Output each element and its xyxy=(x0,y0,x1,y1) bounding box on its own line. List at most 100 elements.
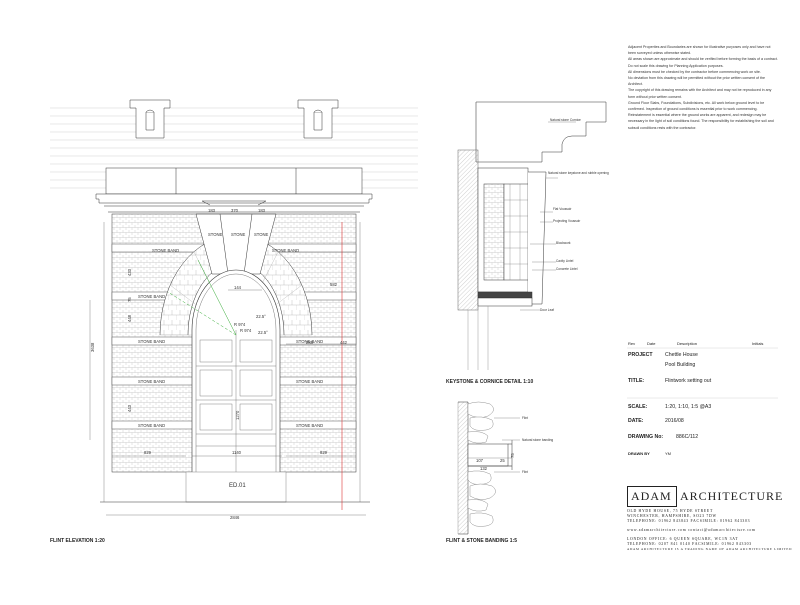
brand-box xyxy=(627,486,677,507)
note-item: Do not scale this drawing for Planning A… xyxy=(628,63,724,68)
address-line: LONDON OFFICE: 6 QUEEN SQUARE, WC1N 3AT xyxy=(627,537,739,541)
dim-right: 288 xyxy=(306,340,314,345)
label-blockwork: Blockwork xyxy=(556,241,571,245)
banding-detail xyxy=(457,401,520,535)
general-notes: Adjacent Properties and Boundaries are s… xyxy=(628,44,778,131)
stone-band-label: STONE BAND xyxy=(296,339,323,344)
label-projecting-voussoir: Projecting Voussoir xyxy=(553,219,581,223)
dim-radius: R 974 xyxy=(234,322,246,327)
dim-left-pier: 829 xyxy=(144,450,152,455)
door-reference: ED.01 xyxy=(229,483,246,489)
initials-header: Initials xyxy=(752,341,764,346)
stone-band-label: STONE BAND xyxy=(296,423,323,428)
angle-label: 22.5° xyxy=(258,330,268,335)
angle-label: 22.5° xyxy=(256,314,266,319)
drawn-by-value: YM xyxy=(665,451,671,456)
date-value: 2016/08 xyxy=(665,418,684,424)
drawing-no-label: DRAWING No: xyxy=(628,434,664,440)
dim-banding: 132 xyxy=(480,466,488,471)
label-keystone: Natural stone keystone and rubble openin… xyxy=(548,171,609,175)
caption-elevation: FLINT ELEVATION 1:20 xyxy=(50,538,105,544)
stone-band-label: STONE BAND xyxy=(296,379,323,384)
brand-name-part2: ARCHITECTURE xyxy=(680,489,784,503)
dim-banding: 25 xyxy=(500,458,505,463)
stone-label: STONE xyxy=(231,232,246,237)
dim-right: 442 xyxy=(340,340,348,345)
dim-right: 582 xyxy=(330,282,338,287)
drawn-by-label: DRAWN BY xyxy=(628,451,650,456)
dim-door: 1140 xyxy=(232,450,242,455)
note-item: Adjacent Properties and Boundaries are s… xyxy=(628,45,771,56)
scale-label: SCALE: xyxy=(628,404,648,410)
dim-banding: 75 xyxy=(510,453,515,458)
finial-right xyxy=(297,99,339,139)
address-line: WINCHESTER, HAMPSHIRE, SO23 7DW xyxy=(627,514,717,518)
label-cornice: Natural stone Cornice xyxy=(550,118,581,122)
dim-overall: 2846 xyxy=(230,515,240,520)
door-panels xyxy=(196,330,276,472)
title-label: TITLE: xyxy=(628,378,645,384)
address-line: www.adamarchitecture.com contact@adamarc… xyxy=(627,528,756,532)
dim-arch: 144 xyxy=(234,285,242,290)
banding-labels: Flint Natural stone banding Flint 107 25… xyxy=(476,416,553,474)
label-door-leaf: Door Leaf xyxy=(540,308,554,312)
note-item: No deviation from this drawing will be p… xyxy=(628,76,766,87)
dim-door-height: 1270 xyxy=(235,410,240,420)
label-voussoir: Flat Voussoir xyxy=(553,207,572,211)
dimension-lines xyxy=(89,213,366,516)
label-stone-banding: Natural stone banding xyxy=(522,438,553,442)
dim-top-right: 183 xyxy=(258,208,266,213)
stone-band-label: STONE BAND xyxy=(272,248,299,253)
address-line: ADAM ARCHITECTURE IS A TRADING NAME OF A… xyxy=(627,547,793,551)
dim-radius: R 974 xyxy=(240,328,252,333)
stone-band-label: STONE BAND xyxy=(152,248,179,253)
dim-banding: 107 xyxy=(476,458,484,463)
keystone-detail xyxy=(457,101,607,370)
address-line: TELEPHONE: 01962 843843 FACSIMILE: 01962… xyxy=(627,519,751,523)
title-block-lines xyxy=(627,347,778,399)
caption-keystone: KEYSTONE & CORNICE DETAIL 1:10 xyxy=(446,379,534,385)
stone-label: STONE xyxy=(208,232,223,237)
date-label: DATE: xyxy=(628,418,644,424)
dim-height: 3638 xyxy=(90,342,95,352)
note-item: Ground Floor Slabs, Foundations, Subdivi… xyxy=(628,100,765,112)
label-flint: Flint xyxy=(522,470,528,474)
stone-band-label: STONE BAND xyxy=(138,294,165,299)
date-header: Date xyxy=(647,341,656,346)
dim-top-mid: 370 xyxy=(231,208,239,213)
stone-band-label: STONE BAND xyxy=(138,339,165,344)
finial-left xyxy=(129,99,171,139)
keystone-detail-labels: Natural stone Cornice Natural stone keys… xyxy=(540,118,609,312)
note-item: Reinstatement is essential where the gro… xyxy=(628,113,774,130)
label-concrete-lintel: Concrete Lintel xyxy=(556,267,578,271)
drawing-no-value: 886C/112 xyxy=(676,434,699,440)
dim-side: 448 xyxy=(127,314,132,322)
flint-elevation xyxy=(50,99,418,516)
label-flint: Flint xyxy=(522,416,528,420)
stone-label: STONE xyxy=(254,232,269,237)
dim-side: 433 xyxy=(127,268,132,276)
dim-right-pier: 829 xyxy=(320,450,328,455)
project-label: PROJECT xyxy=(628,352,653,358)
scale-value: 1:20, 1:10, 1:5 @A3 xyxy=(665,404,712,410)
note-item: The copyright of this drawing remains wi… xyxy=(628,88,772,99)
project-value: Pool Building xyxy=(665,362,696,368)
title-value: Flintwork setting out xyxy=(665,378,712,384)
rev-header: Rev xyxy=(628,341,636,346)
note-item: All dimensions must be checked by the co… xyxy=(628,69,761,74)
stone-band-label: STONE BAND xyxy=(138,379,165,384)
dim-side: 443 xyxy=(127,404,132,412)
dim-top-left: 183 xyxy=(208,208,216,213)
address-line: OLD HYDE HOUSE, 75 HYDE STREET xyxy=(627,509,713,513)
elevation-labels: STONE BAND STONE BAND STONE BAND STONE B… xyxy=(90,208,348,520)
project-value: Chettle House xyxy=(665,352,698,358)
address-line: TELEPHONE: 0207 841 0140 FACSIMILE: 0196… xyxy=(627,542,752,546)
brand-name-part1: ADAM xyxy=(631,489,672,503)
stone-band-label: STONE BAND xyxy=(138,423,165,428)
label-cavity-lintel: Cavity Lintel xyxy=(556,259,574,263)
note-item: All areas shown are approximate and shou… xyxy=(628,57,778,62)
dim-side: 75 xyxy=(127,297,132,302)
caption-banding: FLINT & STONE BANDING 1:5 xyxy=(446,538,518,544)
